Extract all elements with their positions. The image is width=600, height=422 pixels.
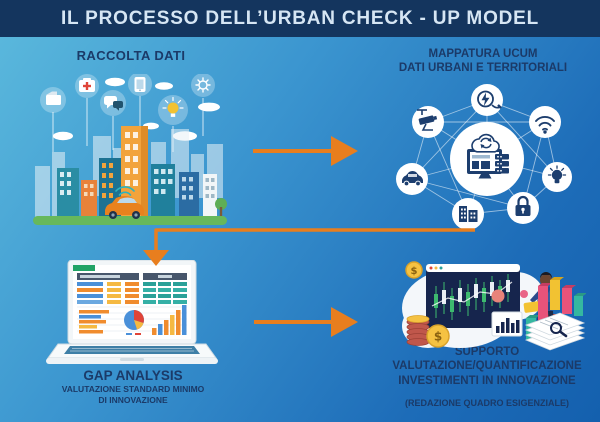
grass-ground xyxy=(33,216,227,225)
page-title: IL PROCESSO DELL’URBAN CHECK - UP MODEL xyxy=(60,7,540,29)
label-supporto-note: (REDAZIONE QUADRO ESIGENZIALE) xyxy=(404,398,569,408)
node-energy xyxy=(471,84,503,116)
node-padlock xyxy=(507,192,539,224)
node-lightbulb xyxy=(542,162,572,192)
label-mappatura-line2: DATI URBANI E TERRITORIALI xyxy=(398,62,568,75)
gear-icon xyxy=(195,77,211,93)
label-supporto: SUPPORTO VALUTAZIONE/QUANTIFICAZIONE INV… xyxy=(375,345,599,388)
smart-city-illustration xyxy=(33,74,227,225)
label-gap-subtitle: VALUTAZIONE STANDARD MINIMO DI INNOVAZIO… xyxy=(40,384,226,405)
header-bar: IL PROCESSO DELL’URBAN CHECK - UP MODEL xyxy=(0,0,600,37)
label-gap-analysis: GAP ANALYSIS xyxy=(83,368,183,383)
lightbulb-icon xyxy=(162,96,184,117)
label-supporto-line3: INVESTIMENTI IN INNOVAZIONE xyxy=(398,374,576,387)
laptop-screen xyxy=(67,260,197,345)
node-car xyxy=(396,163,428,195)
svg-text:$: $ xyxy=(434,330,442,344)
documents-stack xyxy=(524,312,586,351)
chat-bubbles-icon xyxy=(104,96,123,111)
folder-icon xyxy=(46,91,61,105)
connected-car-icon xyxy=(105,186,144,219)
hub-cloud-computing xyxy=(450,122,524,196)
laptop-spreadsheet-illustration xyxy=(46,260,218,364)
smartphone-icon xyxy=(134,77,146,92)
laptop-base xyxy=(46,343,218,364)
mini-chart-card xyxy=(491,311,523,337)
column-chart xyxy=(152,305,187,335)
node-buildings xyxy=(452,198,484,230)
arrow-raccolta-to-mappatura xyxy=(253,136,358,166)
node-cctv-camera xyxy=(412,106,444,138)
pie-chart xyxy=(124,310,144,335)
label-supporto-line1: SUPPORTO xyxy=(454,346,520,358)
bar-chart xyxy=(79,310,109,334)
label-mappatura-line1: MAPPATURA UCUM xyxy=(428,48,538,60)
coins-stack: $ $ xyxy=(405,261,450,348)
investment-analysis-illustration: $ $ xyxy=(402,261,586,351)
label-supporto-line2: VALUTAZIONE/QUANTIFICAZIONE xyxy=(392,360,582,373)
svg-text:$: $ xyxy=(411,266,418,277)
label-gap-subtitle-line1: VALUTAZIONE STANDARD MINIMO xyxy=(61,384,205,394)
label-mappatura: MAPPATURA UCUM DATI URBANI E TERRITORIAL… xyxy=(372,47,594,76)
iot-network-illustration xyxy=(396,84,572,230)
icon-halos xyxy=(40,74,215,125)
arrow-gap-to-supporto xyxy=(254,307,358,337)
node-wifi xyxy=(529,106,561,138)
first-aid-kit-icon xyxy=(79,78,95,92)
label-gap-subtitle-line2: DI INNOVAZIONE xyxy=(98,394,168,405)
magnifier-icon xyxy=(550,322,568,338)
label-raccolta-dati: RACCOLTA DATI xyxy=(76,48,186,63)
